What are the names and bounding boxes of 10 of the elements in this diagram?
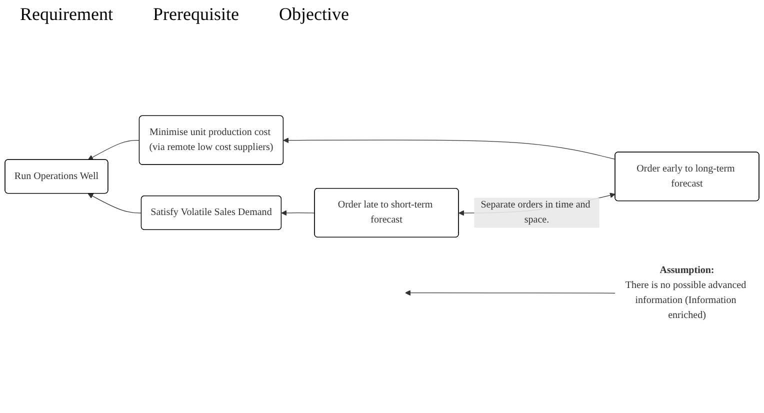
- edge-label: Separate orders in time and space.: [480, 200, 590, 226]
- arrow: [88, 193, 142, 214]
- arrow: [88, 140, 140, 160]
- arrow: [405, 290, 616, 296]
- node-text: Assumption: There is no possible advanced information (Information enriched): [625, 264, 746, 320]
- arrow: [283, 138, 616, 160]
- column-heading: Objective: [278, 4, 349, 26]
- column-heading: Requirement: [20, 4, 113, 26]
- arrow: [281, 210, 316, 216]
- column-heading: Prerequisite: [152, 4, 239, 26]
